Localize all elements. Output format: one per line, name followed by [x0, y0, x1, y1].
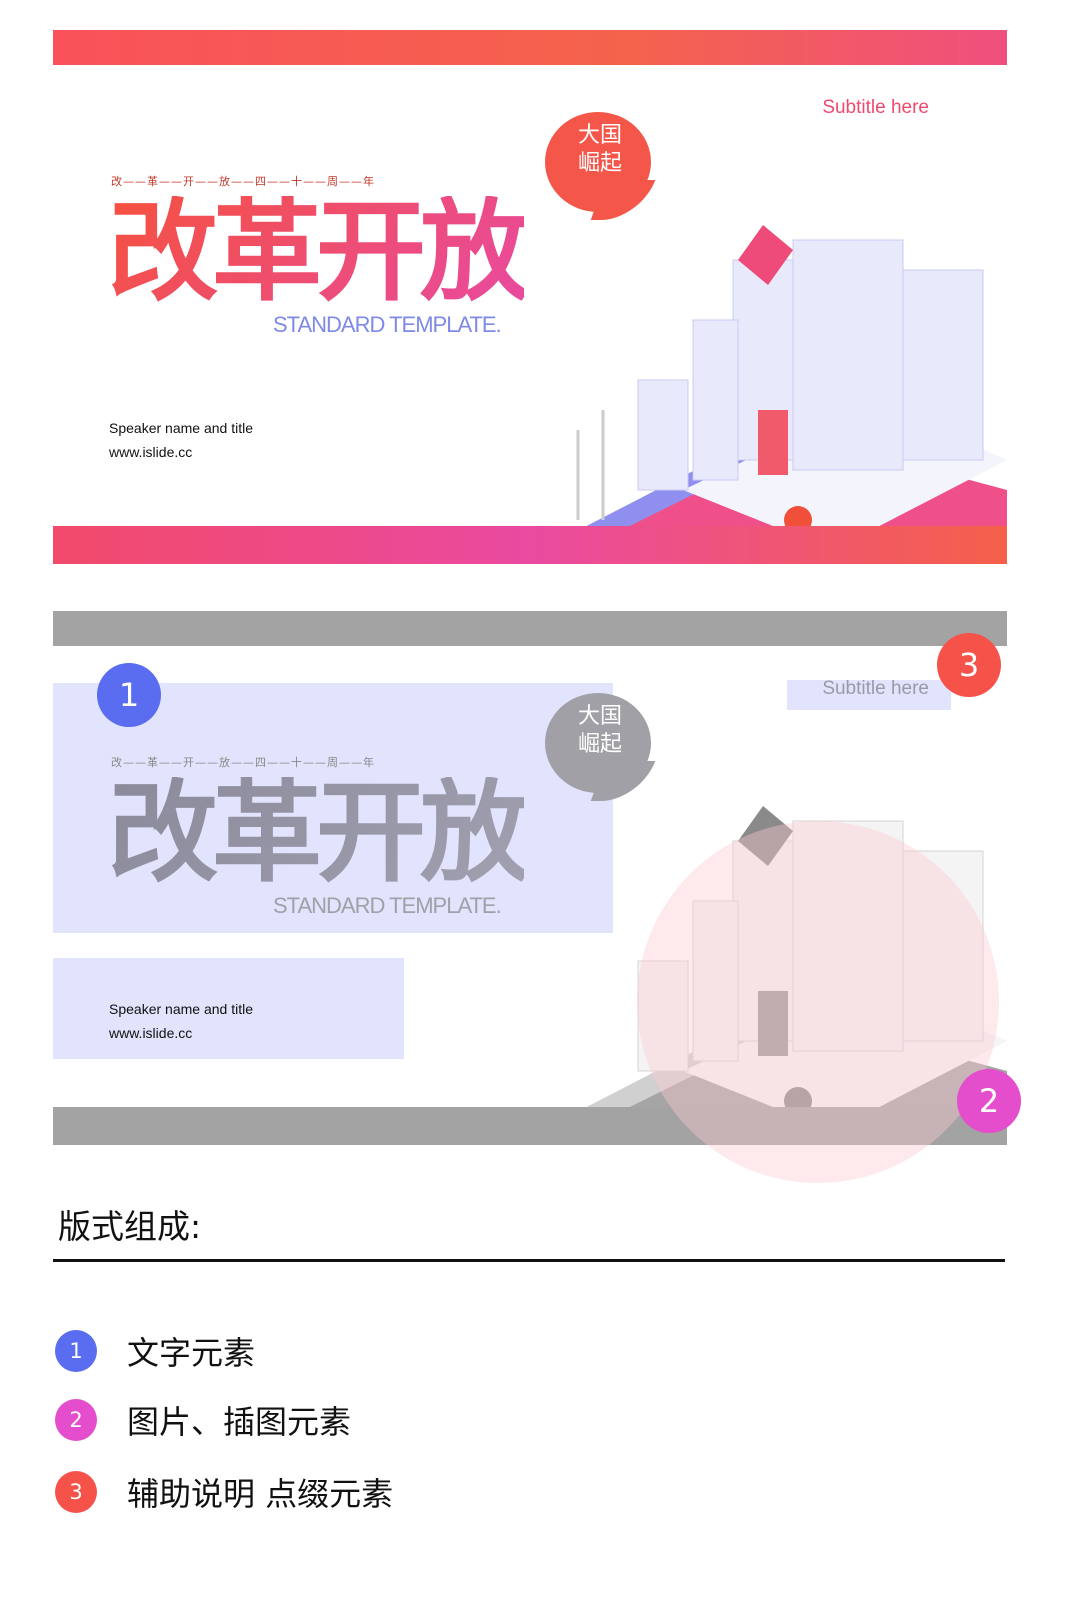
subtitle: Subtitle here	[822, 678, 929, 699]
legend-badge-2: 2	[55, 1399, 97, 1441]
illustration-highlight	[637, 821, 999, 1183]
template-label: STANDARD TEMPLATE.	[273, 312, 502, 337]
bubble-line-1: 大国	[577, 704, 622, 729]
main-title: 改革开放	[108, 188, 530, 316]
speaker-name: Speaker name and title	[109, 1001, 253, 1017]
speaker-info: Speaker name and title www.islide.cc	[109, 416, 253, 464]
template-label: STANDARD TEMPLATE.	[273, 893, 502, 918]
speech-bubble	[545, 112, 651, 212]
legend-label: 图片、插图元素	[127, 1403, 352, 1441]
top-bar	[53, 611, 1007, 646]
city-illustration	[513, 225, 1007, 564]
subtitle-highlight	[787, 680, 951, 710]
divider	[53, 1259, 1005, 1262]
bubble-line-1: 大国	[577, 123, 622, 148]
text-highlight-speaker	[53, 958, 404, 1059]
subtitle: Subtitle here	[822, 97, 929, 118]
tagline: 改——革——开——放——四——十——周——年	[111, 756, 375, 769]
website: www.islide.cc	[109, 444, 193, 460]
badge-1: 1	[97, 663, 161, 727]
speech-bubble	[545, 693, 651, 793]
legend-item: 2 图片、插图元素	[55, 1398, 351, 1442]
main-title: 改革开放	[108, 769, 530, 897]
badge-2: 2	[957, 1069, 1021, 1133]
legend-item: 3 辅助说明 点缀元素	[55, 1470, 393, 1514]
bubble-text: 大国崛起	[570, 122, 630, 178]
badge-3: 3	[937, 633, 1001, 697]
tagline: 改——革——开——放——四——十——周——年	[111, 175, 375, 188]
template-slide-annotated: Subtitle here 改——革——开——放——四——十——周——年 改革开…	[53, 611, 1021, 1183]
bottom-bar	[53, 526, 1007, 564]
template-slide-colored: Subtitle here 改——革——开——放——四——十——周——年 改革开…	[53, 30, 1007, 564]
bubble-line-2: 崛起	[577, 151, 622, 176]
bubble-text: 大国崛起	[570, 703, 630, 759]
text-highlight-title	[53, 683, 613, 933]
legend-label: 文字元素	[127, 1334, 256, 1372]
top-bar	[53, 30, 1007, 65]
legend-badge-3: 3	[55, 1471, 97, 1513]
legend-heading: 版式组成:	[58, 1207, 202, 1246]
bottom-bar	[53, 1107, 1007, 1145]
website: www.islide.cc	[109, 1025, 193, 1041]
legend-badge-1: 1	[55, 1330, 97, 1372]
legend-item: 1 文字元素	[55, 1329, 255, 1373]
speaker-info: Speaker name and title www.islide.cc	[109, 997, 253, 1045]
speaker-name: Speaker name and title	[109, 420, 253, 436]
legend-label: 辅助说明 点缀元素	[127, 1475, 394, 1513]
bubble-line-2: 崛起	[577, 732, 622, 757]
